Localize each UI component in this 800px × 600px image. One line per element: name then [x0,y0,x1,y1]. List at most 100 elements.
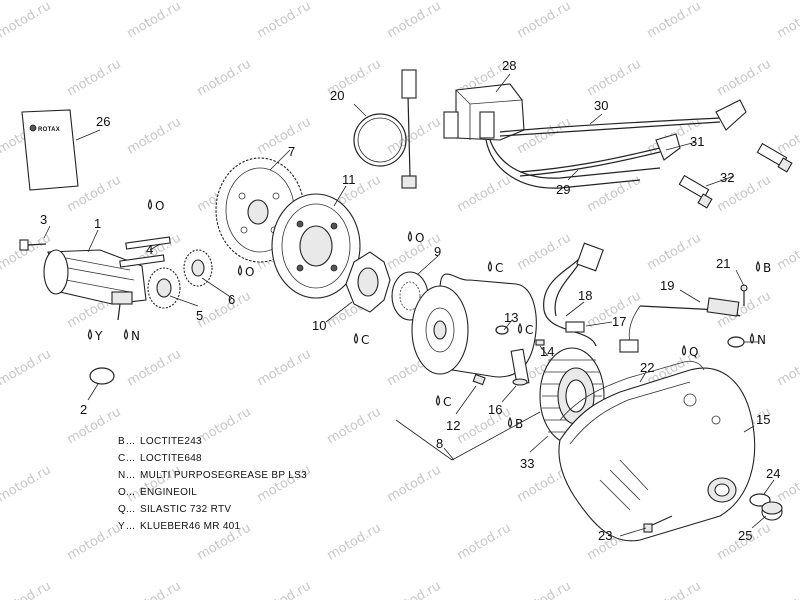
watermark-text: motod.ru [515,231,574,274]
marker-layer: O O O C C C C B B N N Y Q [87,198,771,431]
legend-row-o: O ... ENGINEOIL [118,487,197,498]
callout-15: 15 [756,412,770,427]
callout-2: 2 [80,402,87,417]
part-22-gasket [559,360,705,421]
watermark-text: motod.ru [125,347,184,390]
callout-13: 13 [504,310,518,325]
watermark-text: motod.ru [65,521,124,564]
watermark-text: motod.ru [515,579,574,600]
part-6-double-gear [183,249,213,287]
svg-text:N: N [131,329,140,343]
callout-11: 11 [342,172,356,187]
callout-30: 30 [594,98,608,113]
callout-1: 1 [94,216,101,231]
svg-text:...: ... [126,453,135,464]
marker-oil-2: O [407,230,424,245]
watermark-text: motod.ru [585,173,644,216]
marker-loctite648-2: C [353,332,369,347]
part-25-plug [761,501,783,521]
marker-loctite243-2: B [507,416,523,431]
watermark-text: motod.ru [775,347,800,390]
callout-21: 21 [716,256,730,271]
watermark-text: motod.ru [645,0,704,41]
watermark-text: motod.ru [0,463,54,506]
svg-text:C: C [525,323,533,337]
callout-16: 16 [488,402,502,417]
svg-text:Y: Y [94,329,103,343]
callout-32: 32 [720,170,734,185]
svg-text:B: B [763,261,771,275]
part-4-pins [119,236,171,268]
callout-5: 5 [196,308,203,323]
watermark-text: motod.ru [455,173,514,216]
svg-text:N: N [118,470,126,481]
callout-25: 25 [738,528,752,543]
watermark-text: motod.ru [65,405,124,448]
watermark-text: motod.ru [255,0,314,41]
watermark-text: motod.ru [775,0,800,41]
svg-text:...: ... [126,504,135,515]
svg-text:SILASTIC 732 RTV: SILASTIC 732 RTV [140,504,231,515]
svg-text:KLUEBER46 MR 401: KLUEBER46 MR 401 [140,521,241,532]
part-21-screw [740,284,748,306]
callout-3: 3 [40,212,47,227]
part-12-key [472,373,486,386]
svg-text:B: B [515,417,523,431]
callout-14: 14 [540,344,554,359]
svg-text:O: O [118,487,126,498]
marker-klueber-1: Y [87,328,103,343]
marker-oil-1: O [147,198,164,213]
part-32-spark-plug [678,174,713,209]
callout-23: 23 [598,528,612,543]
watermark-text: motod.ru [125,115,184,158]
part-26-rotax-manual: ROTAX [21,109,79,191]
leader-lines [43,73,775,537]
svg-text:B: B [118,436,125,447]
watermark-text: motod.ru [255,579,314,600]
part-3-bolt [19,239,47,251]
part-31-spark-plug [756,142,793,173]
watermark-text: motod.ru [255,347,314,390]
svg-text:C: C [495,261,503,275]
svg-text:Y: Y [118,521,125,532]
callout-29: 29 [556,182,570,197]
part-27-washer [727,336,745,348]
part-23-bolt [643,515,673,533]
part-16-shaft-bolt [510,348,530,386]
callout-20: 20 [330,88,344,103]
callout-6: 6 [228,292,235,307]
part-13-washer [495,325,509,335]
callout-layer: 1 2 3 4 5 6 7 8 9 10 11 12 13 14 15 16 1… [40,58,780,543]
callout-24: 24 [766,466,780,481]
part-19-pickup-sensor [619,297,741,353]
watermark-text: motod.ru [65,57,124,100]
watermark-text: motod.ru [775,579,800,600]
bracket-part-8 [395,411,541,461]
svg-text:...: ... [126,521,135,532]
callout-19: 19 [660,278,674,293]
svg-text:...: ... [126,436,135,447]
callout-7: 7 [288,144,295,159]
marker-loctite648-4: C [435,394,451,409]
svg-text:ENGINEOIL: ENGINEOIL [140,487,197,498]
watermark-text: motod.ru [195,405,254,448]
watermark-text: motod.ru [455,521,514,564]
watermark-text: motod.ru [715,57,774,100]
callout-28: 28 [502,58,516,73]
part-5-small-gear [147,267,181,309]
legend-row-b: B ... LOCTITE243 [118,436,202,447]
callout-17: 17 [612,314,626,329]
callout-33: 33 [520,456,534,471]
callout-12: 12 [446,418,460,433]
svg-text:...: ... [126,487,135,498]
part-2-o-ring [89,367,115,385]
marker-loctite648-3: C [517,322,533,337]
part-14-screw [535,339,545,346]
watermark-text: motod.ru [455,405,514,448]
marker-silastic-1: Q [681,344,698,359]
legend-row-c: C ... LOCTITE648 [118,453,202,464]
watermark-text: motod.ru [385,463,444,506]
marker-loctite648-1: C [487,260,503,275]
watermark-text: motod.ru [325,521,384,564]
